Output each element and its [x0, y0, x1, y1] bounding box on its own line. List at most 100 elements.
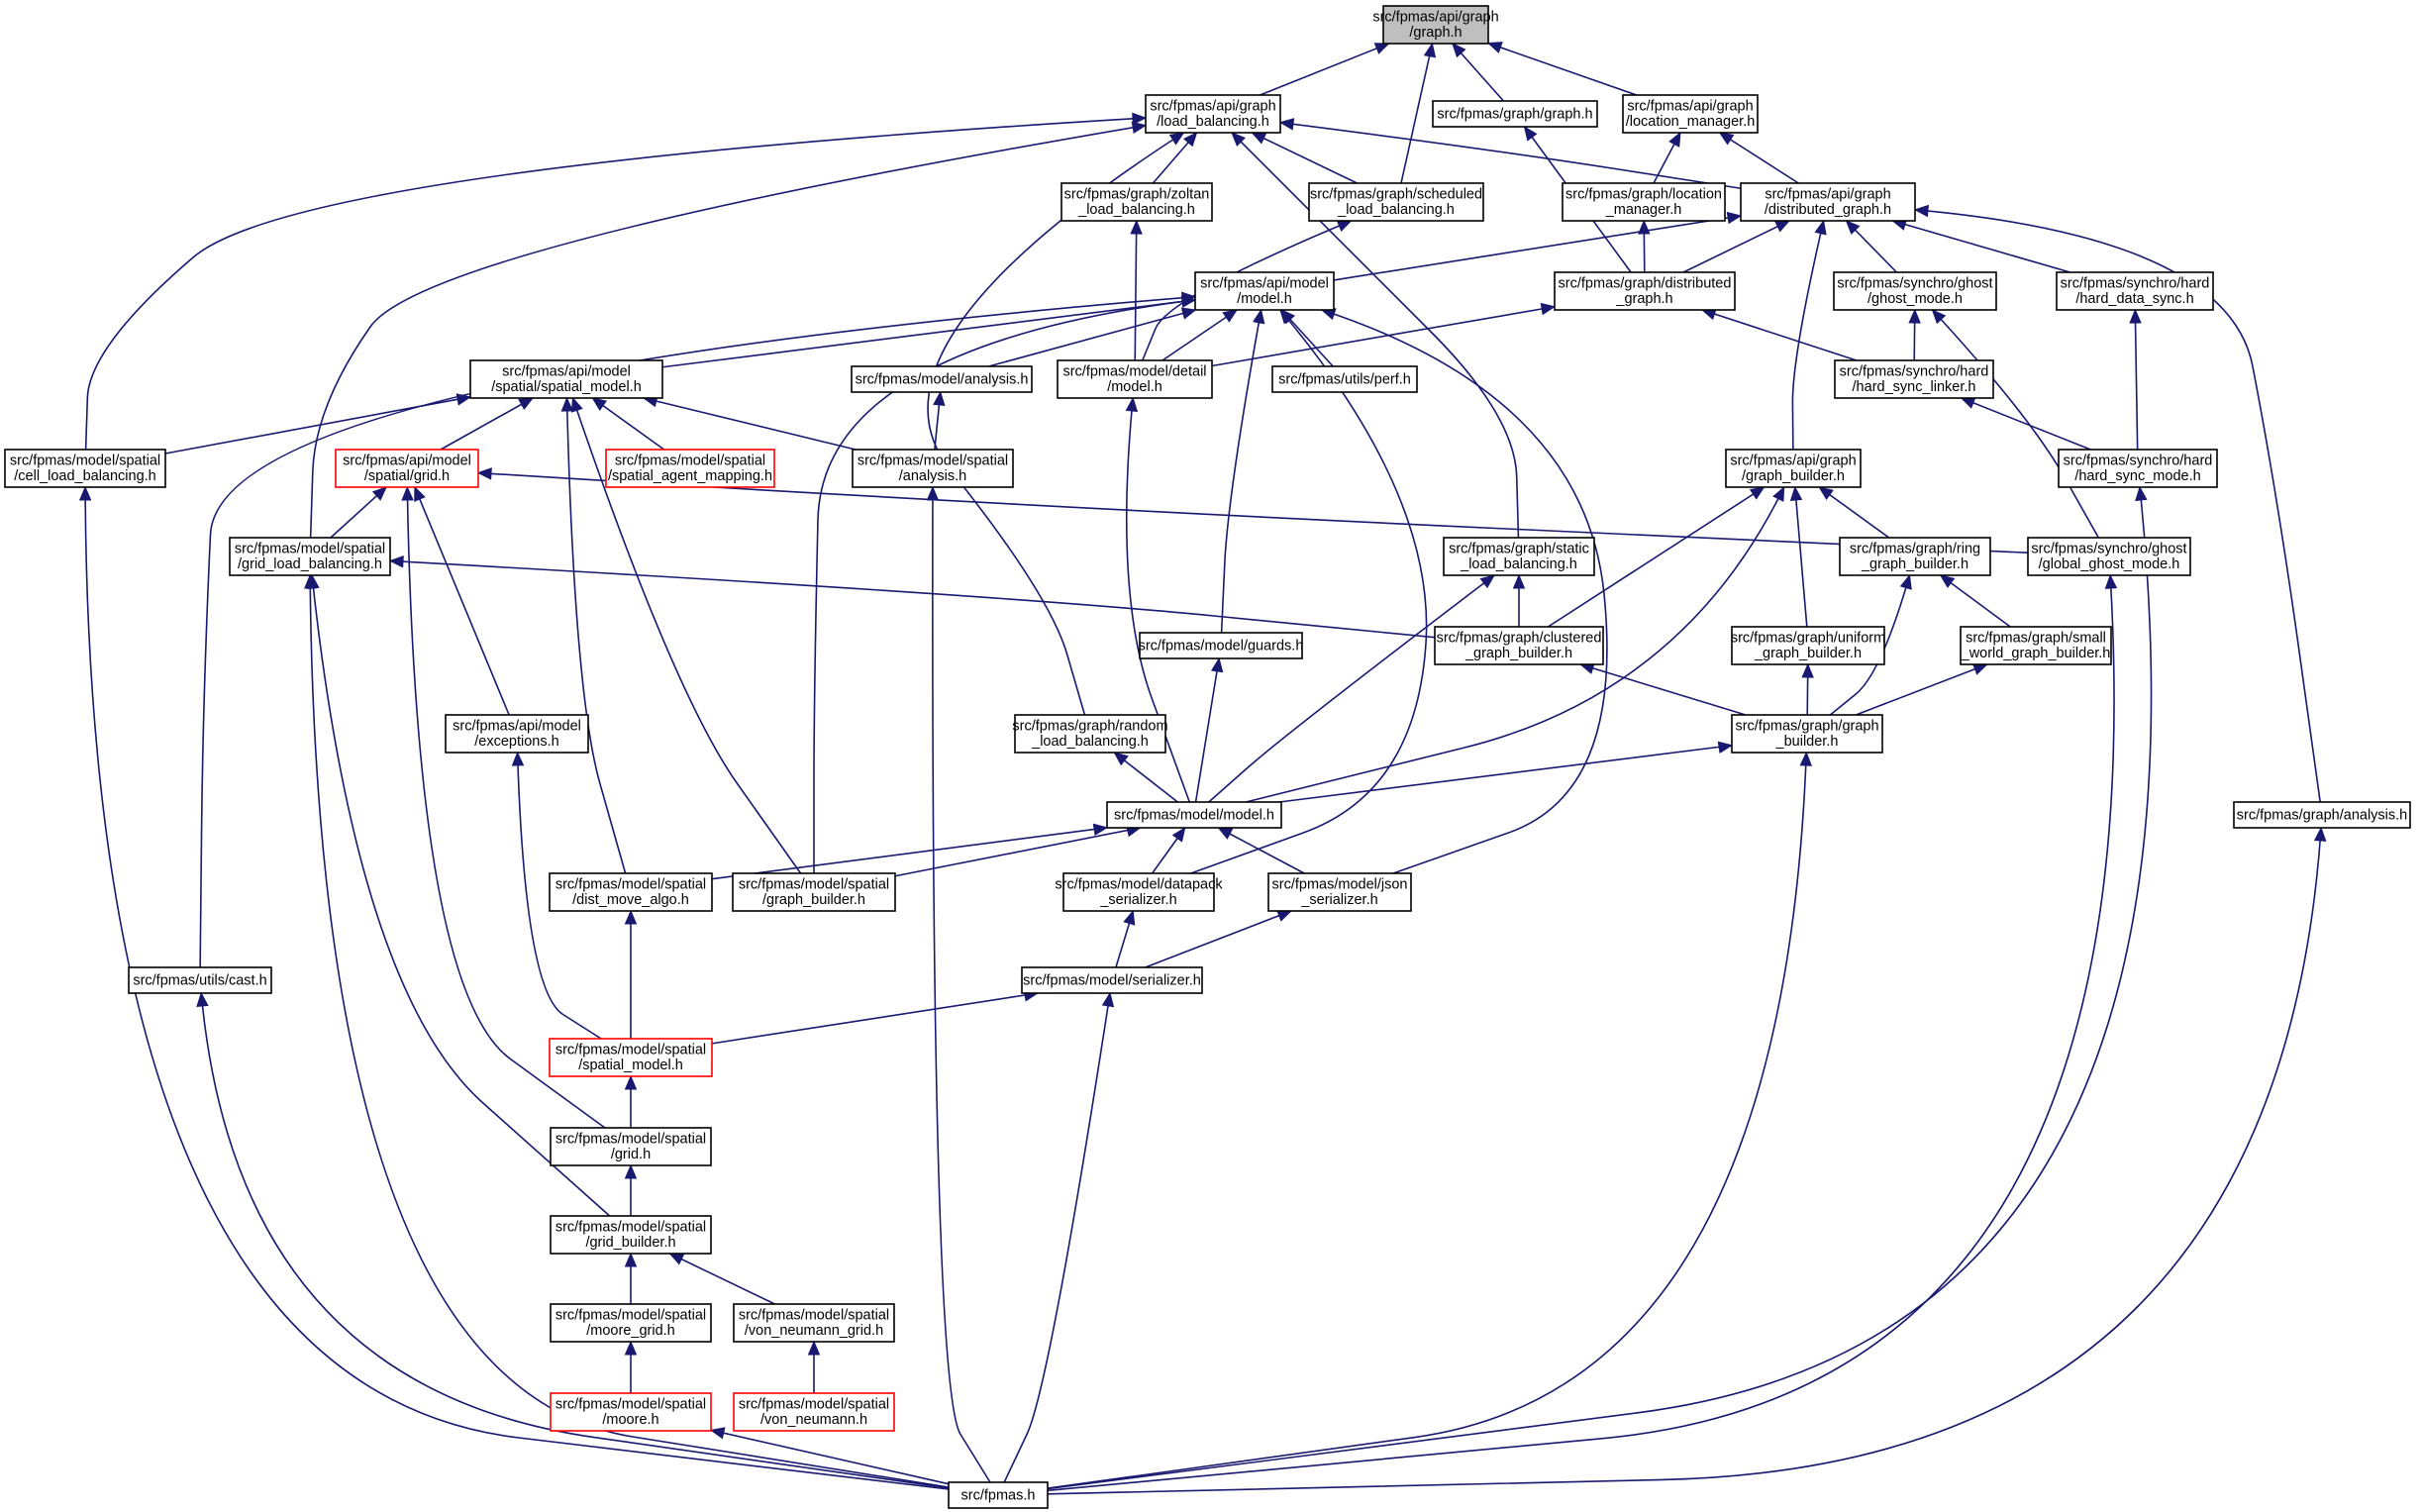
node-moore[interactable]: src/fpmas/model/spatial/moore.h	[550, 1392, 712, 1432]
edge-arrowhead	[1101, 991, 1115, 1008]
edge-n_hard_sync_linker-to-n_hard_sync_mode	[1960, 397, 2091, 451]
edge-n_load_bal_api-to-n_random_lb	[927, 132, 1185, 716]
node-label-line: src/fpmas/model/spatial	[235, 542, 385, 557]
node-clustered[interactable]: src/fpmas/graph/clustered_graph_builder.…	[1434, 626, 1604, 665]
node-label-line: src/fpmas/model/spatial	[858, 454, 1008, 469]
node-box	[851, 365, 1033, 393]
node-small-world[interactable]: src/fpmas/graph/small_world_graph_builde…	[1960, 626, 2112, 665]
node-box	[1139, 632, 1303, 659]
node-dist-move[interactable]: src/fpmas/model/spatial/dist_move_algo.h	[549, 872, 713, 912]
edge-n_moore-to-n_fpmas	[709, 1427, 950, 1485]
node-vn-grid[interactable]: src/fpmas/model/spatial/von_neumann_grid…	[733, 1303, 895, 1343]
node-grid[interactable]: src/fpmas/model/spatial/grid.h	[550, 1127, 712, 1166]
node-graph-builder[interactable]: src/fpmas/graph/graph_builder.h	[1731, 714, 1883, 754]
node-hard-data-sync[interactable]: src/fpmas/synchro/hard/hard_data_sync.h	[2056, 271, 2214, 311]
node-model-api[interactable]: src/fpmas/api/model/model.h	[1194, 271, 1335, 311]
node-box	[1834, 359, 1994, 399]
node-label-line: src/fpmas/graph/location	[1565, 187, 1722, 203]
node-ghost-mode[interactable]: src/fpmas/synchro/ghost/ghost_mode.h	[1833, 271, 1997, 311]
node-label-line: /spatial/grid.h	[364, 468, 450, 484]
edge-n_spatial_model_api-to-n_grid_api	[440, 397, 535, 451]
node-label-line: src/fpmas/graph/uniform	[1731, 631, 1885, 647]
node-box	[4, 449, 166, 488]
edge-line	[1547, 486, 1766, 628]
node-scheduled[interactable]: src/fpmas/graph/scheduled_load_balancing…	[1308, 182, 1484, 222]
edge-arrowhead	[926, 485, 940, 501]
node-graph-builder-api[interactable]: src/fpmas/api/graph/graph_builder.h	[1725, 449, 1862, 488]
node-box	[1725, 449, 1862, 488]
node-cell-lb[interactable]: src/fpmas/model/spatial/cell_load_balanc…	[4, 449, 166, 488]
node-label-line: src/fpmas/model/spatial	[555, 1308, 706, 1324]
node-sp-graph-builder[interactable]: src/fpmas/model/spatial/graph_builder.h	[732, 872, 896, 912]
node-dist-graph[interactable]: src/fpmas/graph/distributed_graph.h	[1554, 271, 1736, 311]
node-label-line: src/fpmas/utils/cast.h	[133, 972, 266, 988]
node-label-line: _serializer.h	[1300, 892, 1377, 908]
edge-n_graph_api-to-n_loc_mgr_api	[1486, 42, 1638, 96]
node-datapack[interactable]: src/fpmas/model/datapack_serializer.h	[1055, 872, 1223, 912]
node-graph-analysis[interactable]: src/fpmas/graph/analysis.h	[2233, 801, 2411, 829]
node-vn[interactable]: src/fpmas/model/spatial/von_neumann.h	[733, 1392, 895, 1432]
node-agent-mapping[interactable]: src/fpmas/model/spatial/spatial_agent_ma…	[605, 449, 775, 488]
edge-n_spatial_model-to-n_grid	[624, 1074, 638, 1128]
node-moore-grid[interactable]: src/fpmas/model/spatial/moore_grid.h	[550, 1303, 712, 1343]
node-grid-lb[interactable]: src/fpmas/model/spatial/grid_load_balanc…	[229, 537, 391, 576]
node-spatial-model-api[interactable]: src/fpmas/api/model/spatial/spatial_mode…	[469, 359, 663, 399]
edge-n_dist_graph_api-to-n_graph_builder_api	[1791, 219, 1827, 451]
edge-n_loc_mgr-to-n_dist_graph	[1638, 219, 1651, 273]
edge-line	[1719, 132, 1799, 184]
node-guards[interactable]: src/fpmas/model/guards.h	[1139, 632, 1304, 659]
node-detail-model[interactable]: src/fpmas/model/detail/model.h	[1057, 359, 1213, 399]
edge-arrowhead	[1913, 204, 1930, 218]
node-model-analysis[interactable]: src/fpmas/model/analysis.h	[851, 365, 1033, 393]
node-global-ghost[interactable]: src/fpmas/synchro/ghost/global_ghost_mod…	[2027, 537, 2191, 576]
edge-n_load_bal_api-to-n_zoltan	[1152, 132, 1198, 184]
edge-line	[406, 486, 606, 1129]
node-loc-mgr-api[interactable]: src/fpmas/api/graph/location_manager.h	[1622, 94, 1759, 134]
edge-line	[813, 298, 1196, 873]
edge-n_graph_builder_api-to-n_uniform	[1789, 485, 1808, 628]
node-random-lb[interactable]: src/fpmas/graph/random_load_balancing.h	[1012, 714, 1168, 754]
node-hard-sync-linker[interactable]: src/fpmas/synchro/hard/hard_sync_linker.…	[1834, 359, 1994, 399]
node-label-line: src/fpmas/graph/analysis.h	[2237, 807, 2407, 823]
edge-n_load_bal_api-to-n_cell_lb	[84, 112, 1148, 451]
node-model-model[interactable]: src/fpmas/model/model.h	[1106, 801, 1282, 829]
node-graph-graph[interactable]: src/fpmas/graph/graph.h	[1432, 100, 1598, 128]
edge-arrowhead	[1276, 910, 1293, 922]
node-static-lb[interactable]: src/fpmas/graph/static_load_balancing.h	[1443, 537, 1595, 576]
node-spatial-analysis[interactable]: src/fpmas/model/spatial/analysis.h	[852, 449, 1014, 488]
edge-n_grid_api-to-n_grid	[401, 485, 606, 1129]
edge-n_model_model-to-n_json	[1217, 827, 1305, 874]
node-perf[interactable]: src/fpmas/utils/perf.h	[1271, 365, 1418, 393]
edge-arrowhead	[304, 573, 317, 589]
node-label-line: /distributed_graph.h	[1765, 202, 1891, 218]
node-uniform[interactable]: src/fpmas/graph/uniform_graph_builder.h	[1731, 626, 1885, 665]
node-loc-mgr[interactable]: src/fpmas/graph/location_manager.h	[1562, 182, 1726, 222]
node-zoltan[interactable]: src/fpmas/graph/zoltan_load_balancing.h	[1060, 182, 1213, 222]
node-box	[1554, 271, 1736, 311]
node-box	[948, 1481, 1049, 1509]
node-exceptions[interactable]: src/fpmas/api/model/exceptions.h	[445, 714, 589, 754]
node-hard-sync-mode[interactable]: src/fpmas/synchro/hard/hard_sync_mode.h	[2058, 449, 2218, 488]
edge-arrowhead	[624, 909, 638, 925]
edge-line	[1220, 309, 1262, 634]
node-dist-graph-api[interactable]: src/fpmas/api/graph/distributed_graph.h	[1740, 182, 1916, 222]
node-load-bal-api[interactable]: src/fpmas/api/graph/load_balancing.h	[1145, 94, 1281, 134]
edge-line	[2134, 309, 2139, 451]
edge-arrowhead	[1540, 302, 1557, 316]
node-json[interactable]: src/fpmas/model/json_serializer.h	[1267, 872, 1412, 912]
node-label-line: src/fpmas/model/analysis.h	[856, 371, 1029, 387]
node-fpmas[interactable]: src/fpmas.h	[948, 1481, 1049, 1509]
node-label-line: src/fpmas/model/serializer.h	[1023, 972, 1201, 988]
node-grid-api[interactable]: src/fpmas/api/model/spatial/grid.h	[335, 449, 479, 488]
node-box	[1443, 537, 1595, 576]
node-label-line: _graph_builder.h	[1861, 556, 1968, 572]
node-ring[interactable]: src/fpmas/graph/ring_graph_builder.h	[1839, 537, 1991, 576]
node-serializer[interactable]: src/fpmas/model/serializer.h	[1021, 966, 1203, 994]
edge-n_json-to-n_serializer	[1145, 910, 1293, 968]
node-label-line: src/fpmas/api/model	[502, 364, 631, 380]
node-grid-builder[interactable]: src/fpmas/model/spatial/grid_builder.h	[550, 1215, 712, 1255]
edge-n_dist_graph_api-to-n_model_api	[1333, 211, 1743, 281]
node-cast[interactable]: src/fpmas/utils/cast.h	[128, 966, 272, 994]
edge-arrowhead	[1814, 219, 1827, 236]
node-spatial-model[interactable]: src/fpmas/model/spatial/spatial_model.h	[549, 1038, 713, 1077]
